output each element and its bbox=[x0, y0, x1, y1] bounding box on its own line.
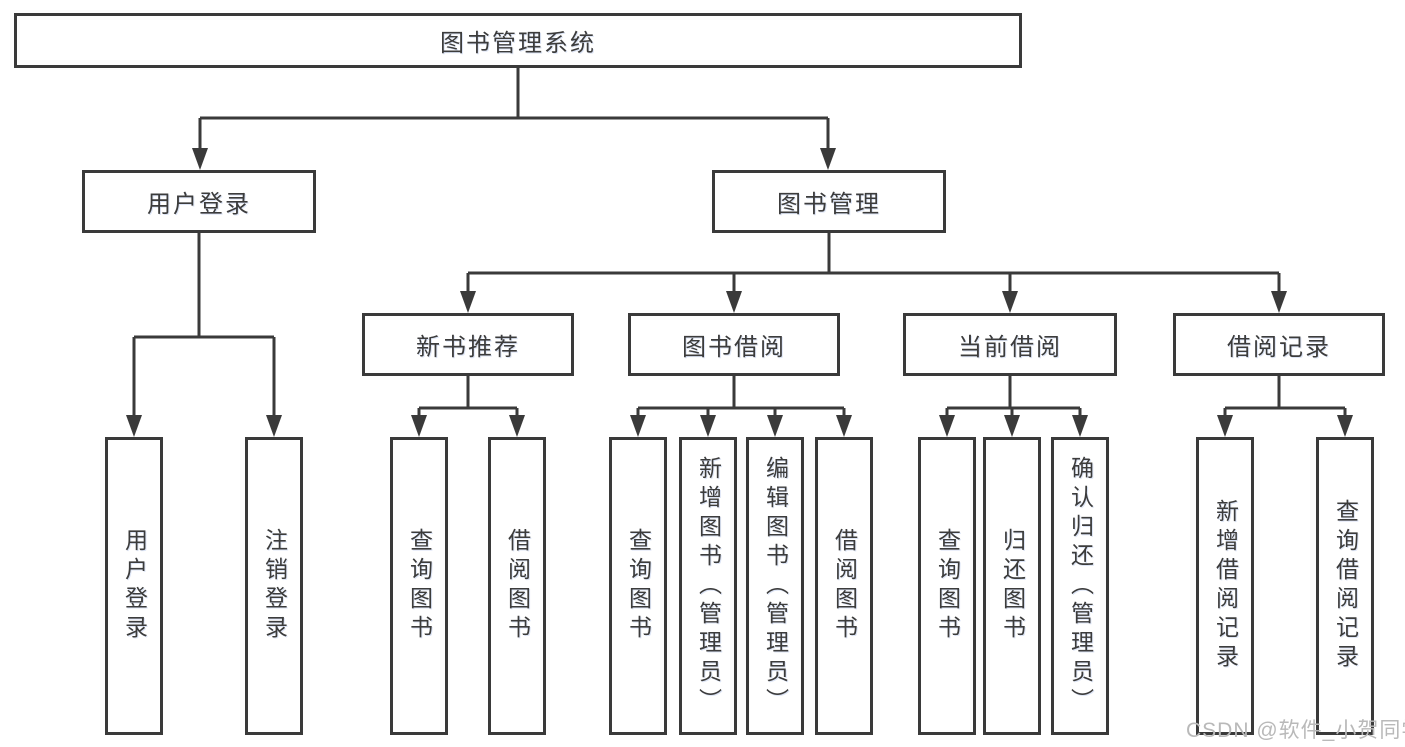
leaf-add-borrow-record: 新增借阅记录 bbox=[1196, 437, 1254, 735]
connector-new-book-children bbox=[417, 376, 519, 417]
leaf-user-login: 用户登录 bbox=[105, 437, 163, 735]
leaf-confirm-return-admin: 确认归还（管理员） bbox=[1051, 437, 1109, 735]
connector-root-to-level1 bbox=[198, 68, 830, 150]
leaf-borrow-books-recommend: 借阅图书 bbox=[488, 437, 546, 735]
connector-book-management-children bbox=[466, 233, 1281, 293]
node-book-borrow: 图书借阅 bbox=[628, 313, 840, 376]
node-borrow-records: 借阅记录 bbox=[1173, 313, 1385, 376]
connector-borrow-records-children bbox=[1223, 376, 1347, 417]
leaf-query-books-recommend: 查询图书 bbox=[390, 437, 448, 735]
node-library-system: 图书管理系统 bbox=[14, 13, 1022, 68]
node-user-login: 用户登录 bbox=[82, 170, 316, 233]
node-new-book-recommend: 新书推荐 bbox=[362, 313, 574, 376]
leaf-borrow-books: 借阅图书 bbox=[815, 437, 873, 735]
leaf-logout: 注销登录 bbox=[245, 437, 303, 735]
leaf-query-borrow-record: 查询借阅记录 bbox=[1316, 437, 1374, 735]
connector-book-borrow-children bbox=[636, 376, 846, 417]
connector-current-borrow-children bbox=[945, 376, 1082, 417]
leaf-add-books-admin: 新增图书（管理员） bbox=[679, 437, 737, 735]
node-book-management: 图书管理 bbox=[712, 170, 946, 233]
leaf-edit-books-admin: 编辑图书（管理员） bbox=[746, 437, 804, 735]
csdn-watermark: CSDN @软件_小贺同学 bbox=[1186, 719, 1405, 742]
connector-user-login-children bbox=[132, 233, 276, 417]
leaf-return-books: 归还图书 bbox=[983, 437, 1041, 735]
node-current-borrow: 当前借阅 bbox=[903, 313, 1117, 376]
leaf-query-books-current: 查询图书 bbox=[918, 437, 976, 735]
leaf-query-books-borrow: 查询图书 bbox=[609, 437, 667, 735]
